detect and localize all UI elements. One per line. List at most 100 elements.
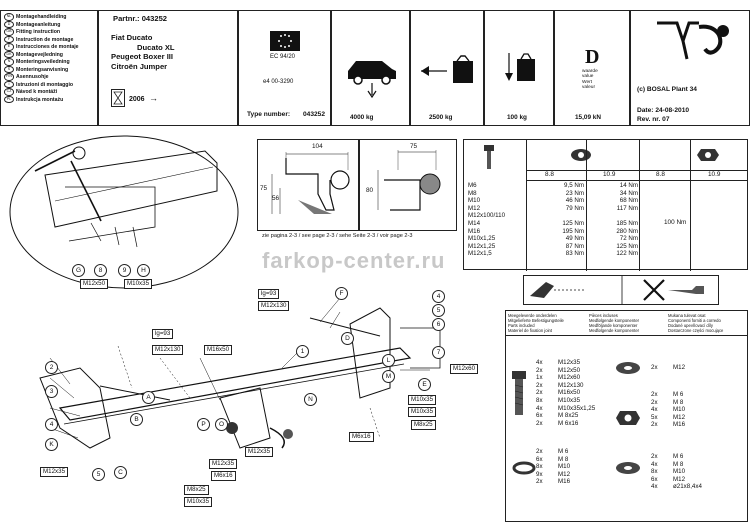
car-2: Ducato XL [137, 42, 175, 52]
torque-cell-size: M16 [468, 227, 481, 235]
torque-col-divider [639, 140, 640, 271]
kit-legend-mid-4: Medfølgende komponenter [589, 328, 640, 333]
torque-cell-b: 72 Nm [619, 235, 638, 243]
kit-legend-mid-2: Medfølgende komponenter [589, 318, 640, 323]
grade-3: 8.8 [656, 171, 665, 178]
language-label: Instrukcja montażu [16, 96, 64, 103]
eu-flag-icon [270, 31, 300, 51]
kit-qty: 5x [651, 413, 658, 421]
kit-qty: 4x [536, 404, 543, 412]
callout-2: 2 [45, 361, 58, 374]
label-m12x35-center: M12x35 [245, 447, 274, 457]
kit-flat-washer-icon [614, 461, 642, 480]
kit-qty: 4x [651, 460, 658, 468]
language-label: Montagevejledning [16, 51, 63, 58]
trailer-weight-panel: 4000 kg [331, 10, 410, 126]
kit-size: M10 [673, 468, 686, 476]
kit-size: M16x50 [558, 389, 581, 397]
callout-3: 3 [45, 385, 58, 398]
type-number: 043252 [303, 111, 326, 118]
exploded-diagram [20, 288, 490, 525]
torque-cell-a: 79 Nm [565, 204, 584, 212]
car-icon [344, 51, 400, 106]
kit-size: M12x130 [558, 381, 584, 389]
revision: Rev. nr. 07 [637, 116, 670, 123]
date: Date: 24-08-2010 [637, 107, 690, 114]
dimension-note: zie pagina 2-3 / see page 2-3 / sehe Sei… [262, 233, 413, 239]
car-1: Fiat Ducato [111, 33, 153, 42]
kit-qty: 6x [536, 412, 543, 420]
language-code: I [4, 80, 14, 89]
callout-M: M [382, 370, 395, 383]
d-value-panel: D waarde value Wert valeur 15,09 kN [554, 10, 630, 126]
callout-P: P [197, 418, 210, 431]
nut-icon-1 [569, 148, 593, 167]
kit-qty: 2x [651, 398, 658, 406]
kit-size: M12 [673, 364, 686, 371]
kit-legend-left-2: Mitgelieferte Befestigungsteile [508, 318, 564, 323]
torque-cell-a: 87 Nm [565, 242, 584, 250]
torque-cell-b: 280 Nm [616, 227, 638, 235]
kit-size: M 6 [673, 453, 684, 460]
torque-cell-a: 49 Nm [565, 235, 584, 243]
nose-weight-icon [503, 49, 539, 94]
callout-C: C [114, 466, 127, 479]
torque-cell-a: 83 Nm [565, 250, 584, 258]
label-m6x16-center: M6x16 [211, 471, 236, 481]
language-code: FIN [4, 73, 14, 81]
torque-cell-size: M14 [468, 219, 481, 227]
d-letter: D [585, 46, 600, 68]
vehicle-panel: Partnr.: 043252 Fiat Ducato Ducato XL Pe… [98, 10, 238, 126]
kit-legend-left-4: Materiel de fixation joint [508, 328, 552, 333]
language-label: Instrucciones de montaje [16, 44, 79, 51]
kit-legend-right-4: Dostarczone części mocujące [668, 328, 724, 333]
torque-cell-size: M12x1,25 [468, 242, 496, 250]
kit-qty: 1x [536, 374, 543, 382]
bolt-icon [482, 144, 496, 175]
torque-col-divider [586, 140, 587, 271]
kit-size: M10x35 [558, 396, 581, 404]
kit-size: M12 [673, 413, 686, 421]
callout-H: H [137, 264, 150, 277]
kit-qty: 4x [651, 483, 658, 491]
d-word-3: Wert [582, 79, 593, 85]
grade-1: 8.8 [545, 171, 554, 178]
kit-size: M16 [673, 421, 686, 429]
language-label: Istruzioni di montaggio [16, 81, 74, 88]
kit-legend-mid-1: Pièces incluses [589, 313, 618, 318]
detail-bolt-label-2: M10x35 [124, 279, 153, 289]
kit-qty: 8x [536, 463, 543, 471]
torque-cell-a: 9,5 Nm [564, 182, 584, 189]
callout-F: F [335, 287, 348, 300]
kit-size: M12x35 [558, 359, 581, 366]
nut-icon-2 [696, 148, 720, 167]
callout-7: 7 [432, 346, 445, 359]
torque-cell-a [528, 212, 586, 220]
dimension-panel-2: 75 80 [359, 139, 457, 231]
kit-size: M 8x25 [558, 412, 579, 420]
kit-qty: 4x [536, 359, 543, 366]
kit-qty: 2x [536, 448, 543, 455]
torque-cell-b: 185 Nm [616, 219, 638, 227]
weight-arrow-icon [417, 53, 479, 94]
torque-cell-size: M6 [468, 182, 477, 189]
year-arrow: → [149, 93, 158, 103]
torque-cell-b [586, 212, 640, 220]
